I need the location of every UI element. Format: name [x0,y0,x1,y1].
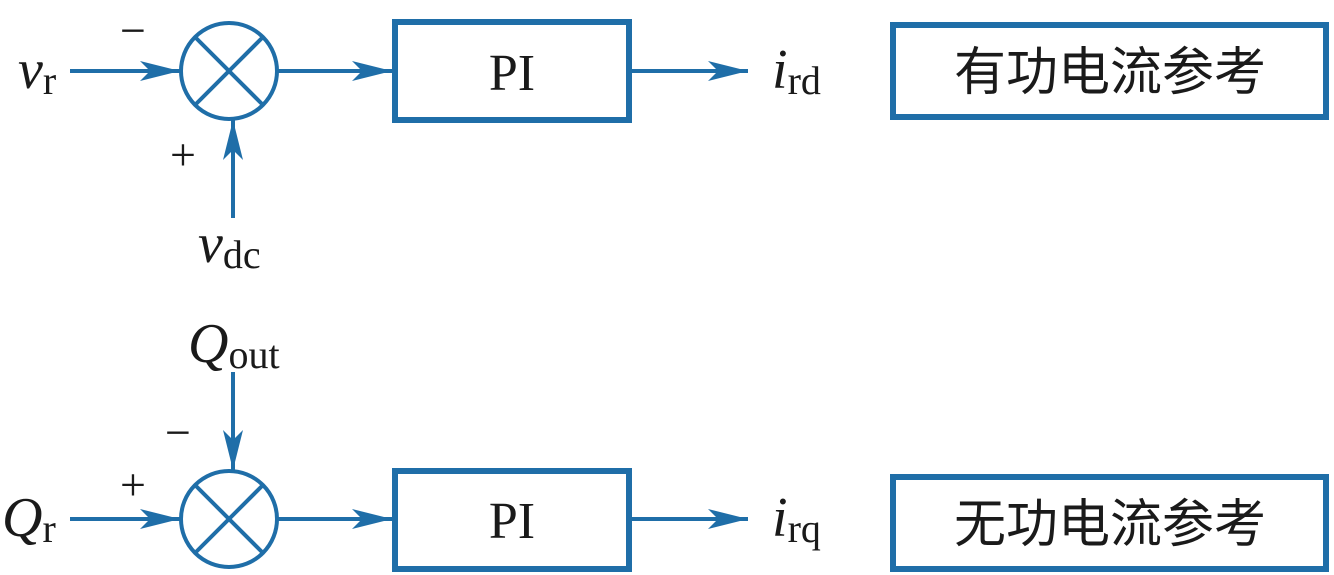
reactive-current-reference-box [890,474,1329,572]
active-current-reference-box [890,22,1329,120]
pi-controller-bottom [392,468,632,572]
reactive-current-loop: Qout − Qr + PI irq 无功电流参考 [2,313,1329,572]
active-current-loop: vr − + vdc PI ird 有功电流参考 [18,5,1329,277]
reactive-current-reference-label: 无功电流参考 [954,495,1266,555]
sign-plus-bottom: + [120,459,146,510]
output-irq-label: irq [772,487,821,551]
sign-minus-bottom: − [165,407,191,458]
active-current-reference-label: 有功电流参考 [954,43,1266,103]
pi-controller-bottom-label: PI [489,493,535,550]
input-vr-label: vr [18,39,56,103]
summing-junction-bottom [179,469,279,569]
sign-plus-top: + [170,129,196,180]
input-qr-label: Qr [2,487,56,551]
output-ird-label: ird [772,39,821,103]
input-vdc-label: vdc [198,213,261,277]
pi-controller-top [392,19,632,123]
pi-controller-top-label: PI [489,45,535,102]
summing-junction-top [179,21,279,121]
input-qout-label: Qout [188,313,280,377]
sign-minus-top: − [120,5,146,56]
